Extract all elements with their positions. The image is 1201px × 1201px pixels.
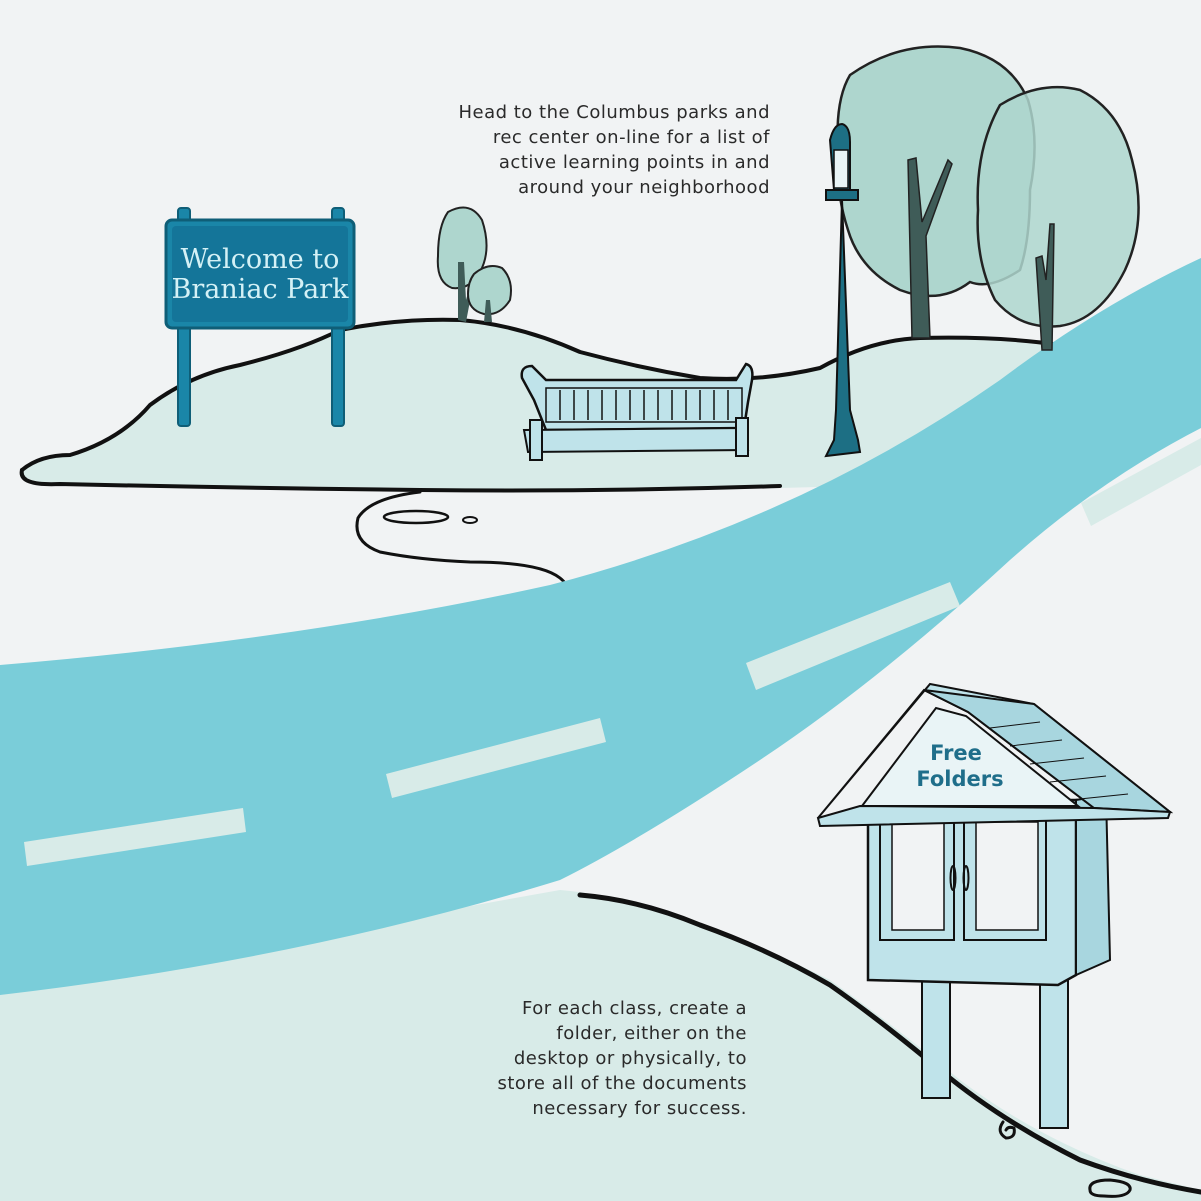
caption-line: around your neighborhood <box>518 177 770 198</box>
caption-line: store all of the documents <box>497 1073 747 1094</box>
sign-line-1: Welcome to <box>181 244 340 275</box>
stone <box>1088 1178 1132 1198</box>
upper-grass-edge <box>20 317 1062 472</box>
large-trees <box>836 45 1140 351</box>
park-sign: Welcome to Braniac Park <box>164 207 356 427</box>
road-stripe <box>386 718 606 798</box>
box-label-line-1: Free <box>930 741 982 765</box>
pond <box>382 509 450 525</box>
lower-grass <box>0 890 1201 1201</box>
bottom-caption: For each class, create a folder, either … <box>430 996 747 1121</box>
caption-line: desktop or physically, to <box>513 1048 747 1069</box>
stone <box>998 1120 1016 1140</box>
footpath <box>355 490 569 602</box>
upper-grass-bottom-edge <box>19 468 782 493</box>
tree-trunk <box>907 157 953 339</box>
road <box>0 258 1201 995</box>
small-trees <box>436 206 512 322</box>
park-bench <box>520 362 754 461</box>
caption-line: rec center on-line for a list of <box>492 127 770 148</box>
road-stripe <box>746 582 960 690</box>
road-stripe <box>24 808 246 866</box>
tree-trunk <box>1035 223 1055 351</box>
caption-line: For each class, create a <box>522 998 747 1019</box>
top-caption: Head to the Columbus parks and rec cente… <box>400 100 770 200</box>
caption-line: necessary for success. <box>532 1098 747 1119</box>
lamp-post <box>824 122 862 458</box>
caption-line: active learning points in and <box>498 152 770 173</box>
road-stripes <box>24 438 1201 866</box>
caption-line: folder, either on the <box>556 1023 747 1044</box>
pebble <box>462 516 478 524</box>
box-label-line-2: Folders <box>916 767 1003 791</box>
tree-foliage <box>976 85 1140 328</box>
free-folders-box: Free Folders <box>816 682 1174 1129</box>
road-stripe <box>1081 438 1201 526</box>
caption-line: Head to the Columbus parks and <box>458 102 770 123</box>
lower-grass-edge <box>577 892 1201 1195</box>
sign-line-2: Braniac Park <box>172 274 350 305</box>
